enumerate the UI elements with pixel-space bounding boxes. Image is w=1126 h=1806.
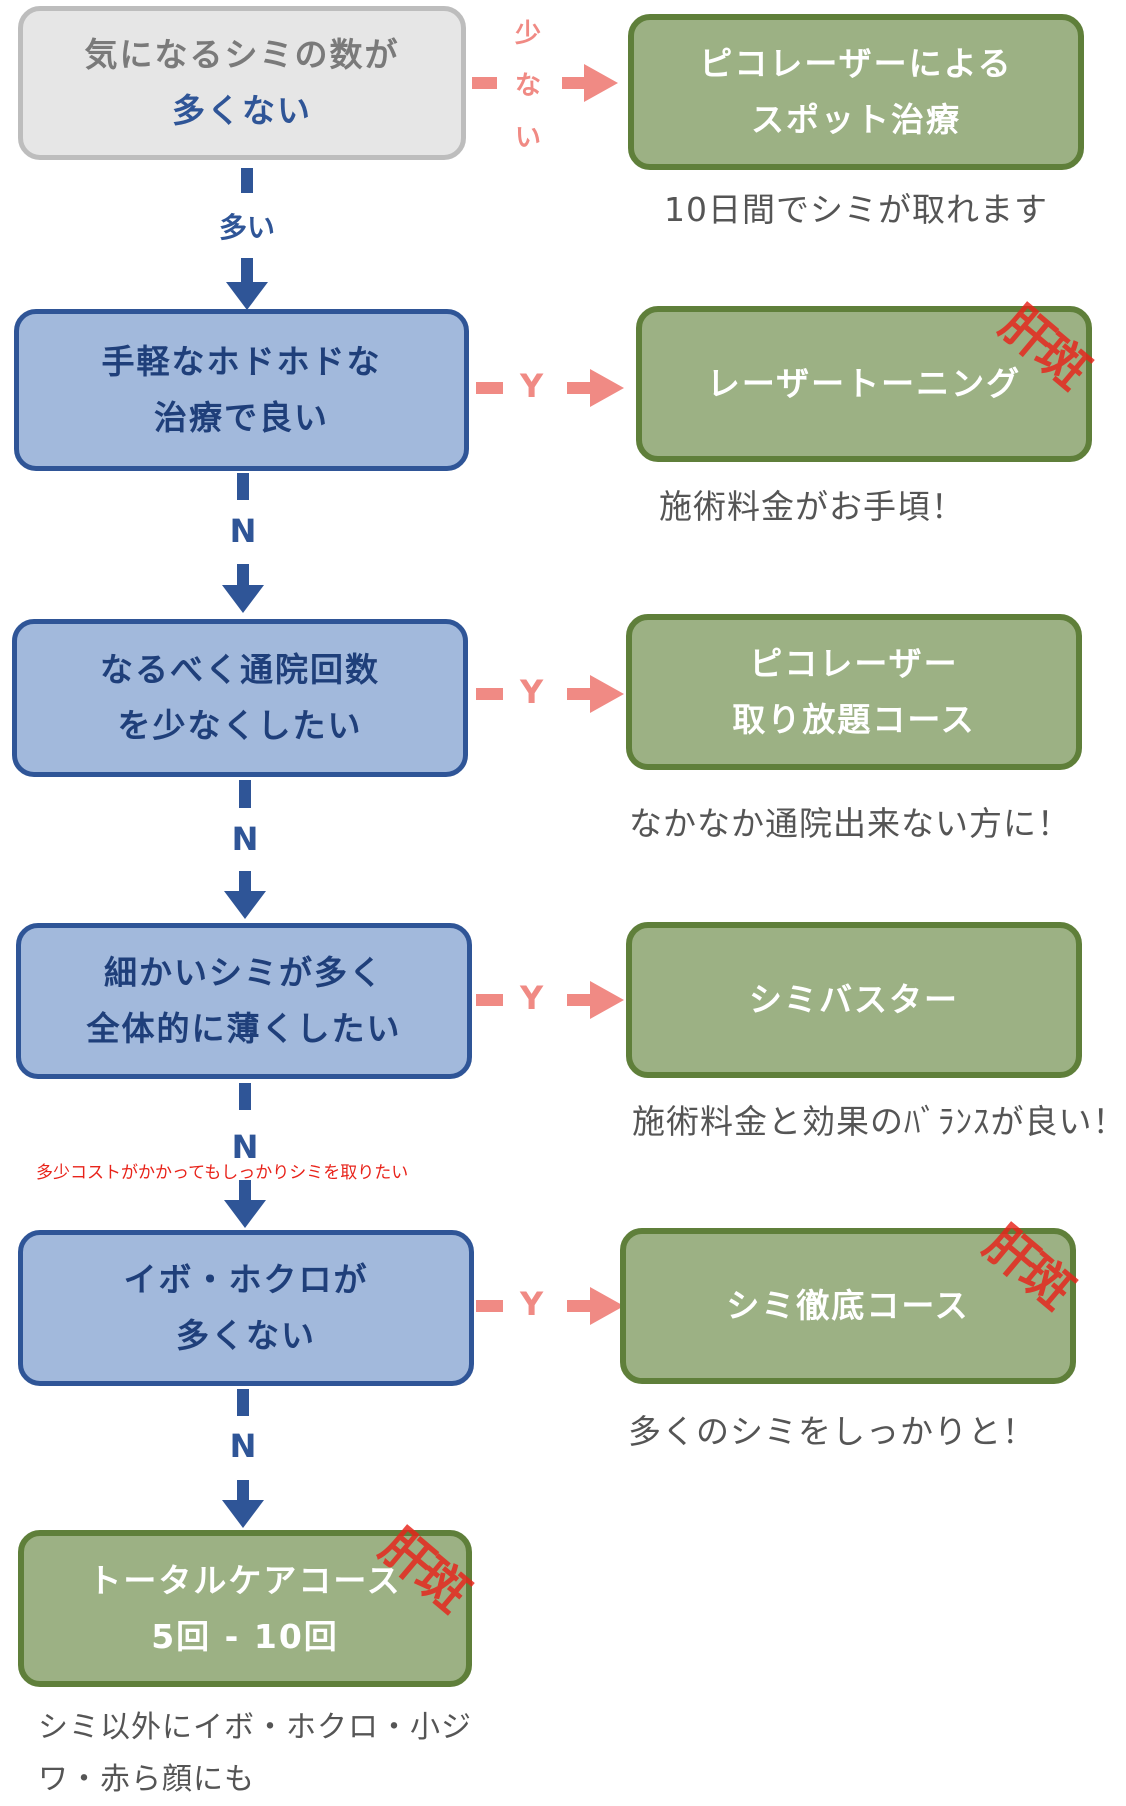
result-box-2: レーザートーニング	[636, 306, 1092, 462]
right-arrowhead	[590, 981, 624, 1019]
question-box-5: イボ・ホクロが 多くない	[18, 1230, 474, 1386]
final-course-line2: 5回 - 10回	[151, 1616, 339, 1656]
question-1-line2: 多くない	[172, 91, 312, 130]
yes-label: Y	[520, 979, 544, 1017]
result-box-4: シミバスター	[626, 922, 1082, 1078]
yes-label: Y	[520, 673, 544, 711]
result-box-1: ピコレーザーによる スポット治療	[628, 14, 1084, 170]
down-arrowhead	[224, 891, 266, 919]
result-2-line1: レーザートーニング	[706, 364, 1022, 403]
result-1-line1: ピコレーザーによる	[699, 44, 1013, 83]
question-box-3: なるべく通院回数 を少なくしたい	[12, 619, 468, 777]
right-arrowhead	[590, 369, 624, 407]
question-box-2: 手軽なホドホドな 治療で良い	[14, 309, 469, 471]
question-2-line2: 治療で良い	[154, 398, 329, 437]
result-3-note: なかなか通院出来ない方に！	[629, 804, 1071, 843]
cost-annotation: 多少コストがかかってもしっかりシミを取りたい	[36, 1163, 409, 1183]
question-box-4: 細かいシミが多く 全体的に薄くしたい	[16, 923, 472, 1079]
question-4-line2: 全体的に薄くしたい	[86, 1009, 402, 1048]
result-1-note: 10日間でシミが取れます	[664, 190, 1048, 229]
result-3-line2: 取り放題コース	[732, 700, 976, 739]
yes-label: Y	[520, 1285, 544, 1323]
right-arrowhead	[590, 675, 624, 713]
question-4-line1: 細かいシミが多く	[104, 953, 384, 992]
final-course-line1: トータルケアコース	[88, 1560, 402, 1600]
question-3-line2: を少なくしたい	[117, 706, 363, 745]
down-arrowhead	[226, 282, 268, 310]
result-3-line1: ピコレーザー	[749, 644, 959, 683]
few-label: 少 な い	[508, 8, 548, 164]
few-label-char: 少	[514, 19, 541, 49]
question-1-line1: 気になるシミの数が	[84, 35, 400, 74]
final-course-note: シミ以外にイボ・ホクロ・小ジワ・赤ら顔にも	[38, 1710, 472, 1797]
question-box-1: 気になるシミの数が 多くない	[18, 6, 466, 160]
question-5-line2: 多くない	[176, 1316, 316, 1355]
down-arrowhead	[224, 1200, 266, 1228]
question-3-line1: なるべく通院回数	[100, 650, 380, 689]
down-arrowhead	[222, 1500, 264, 1528]
no-label: N	[229, 1427, 257, 1465]
right-arrowhead	[590, 1287, 624, 1325]
result-box-5: シミ徹底コース	[620, 1228, 1076, 1384]
result-5-note: 多くのシミをしっかりと！	[628, 1412, 1036, 1451]
result-4-line1: シミバスター	[749, 980, 959, 1019]
right-arrowhead	[584, 64, 618, 102]
question-5-line1: イボ・ホクロが	[123, 1260, 369, 1299]
result-2-note: 施術料金がお手頃！	[659, 487, 965, 526]
result-box-3: ピコレーザー 取り放題コース	[626, 614, 1082, 770]
result-5-line1: シミ徹底コース	[726, 1286, 970, 1325]
down-arrowhead	[222, 585, 264, 613]
many-label: 多い	[218, 211, 275, 244]
few-label-char: な	[514, 71, 541, 101]
result-1-line2: スポット治療	[751, 100, 961, 139]
question-2-line1: 手軽なホドホドな	[101, 342, 382, 381]
yes-label: Y	[520, 367, 544, 405]
result-4-note: 施術料金と効果のﾊﾞﾗﾝｽが良い！	[632, 1102, 1126, 1141]
final-course-box: トータルケアコース 5回 - 10回	[18, 1530, 472, 1687]
no-label: N	[229, 512, 257, 550]
no-label: N	[231, 1128, 259, 1166]
few-label-char: い	[514, 123, 541, 153]
no-label: N	[231, 820, 259, 858]
